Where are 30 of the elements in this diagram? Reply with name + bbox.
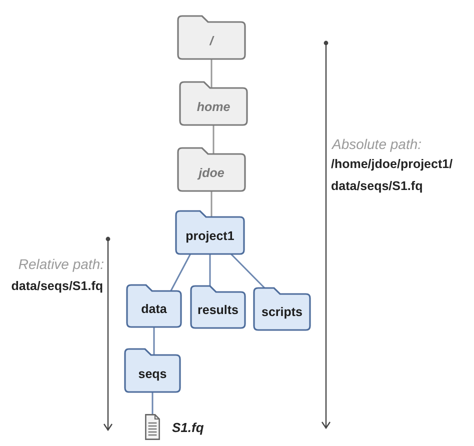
connector-line	[210, 191, 212, 217]
file-name: S1.fq	[172, 420, 204, 436]
folder	[177, 147, 246, 192]
folder-name: seqs	[138, 366, 167, 382]
folder-name: jdoe	[198, 166, 224, 180]
path-caption: Absolute path:	[332, 136, 422, 152]
connector-line	[230, 253, 266, 289]
folder-name: project1	[186, 228, 234, 244]
folder	[124, 348, 181, 393]
folder-name: home	[196, 100, 230, 114]
path-text: /home/jdoe/project1/ data/seqs/S1.fq	[331, 156, 454, 195]
folder	[175, 210, 245, 255]
folder-name: scripts	[262, 305, 302, 320]
document-icon	[145, 414, 160, 440]
folder-name: /	[210, 34, 214, 48]
path-caption: Relative path:	[18, 256, 104, 272]
path-text: data/seqs/S1.fq	[11, 278, 103, 295]
connector-line	[152, 392, 154, 414]
connector-line	[209, 254, 211, 286]
folder	[179, 81, 248, 126]
connector-line	[153, 327, 155, 355]
folder-name: data	[141, 302, 167, 317]
folder	[177, 15, 246, 60]
connector-line	[212, 125, 214, 154]
connector-line	[170, 254, 192, 292]
folder	[253, 287, 311, 331]
folder-name: results	[198, 303, 238, 318]
connector-line	[210, 59, 212, 88]
folder	[126, 284, 182, 328]
folder	[190, 285, 246, 329]
